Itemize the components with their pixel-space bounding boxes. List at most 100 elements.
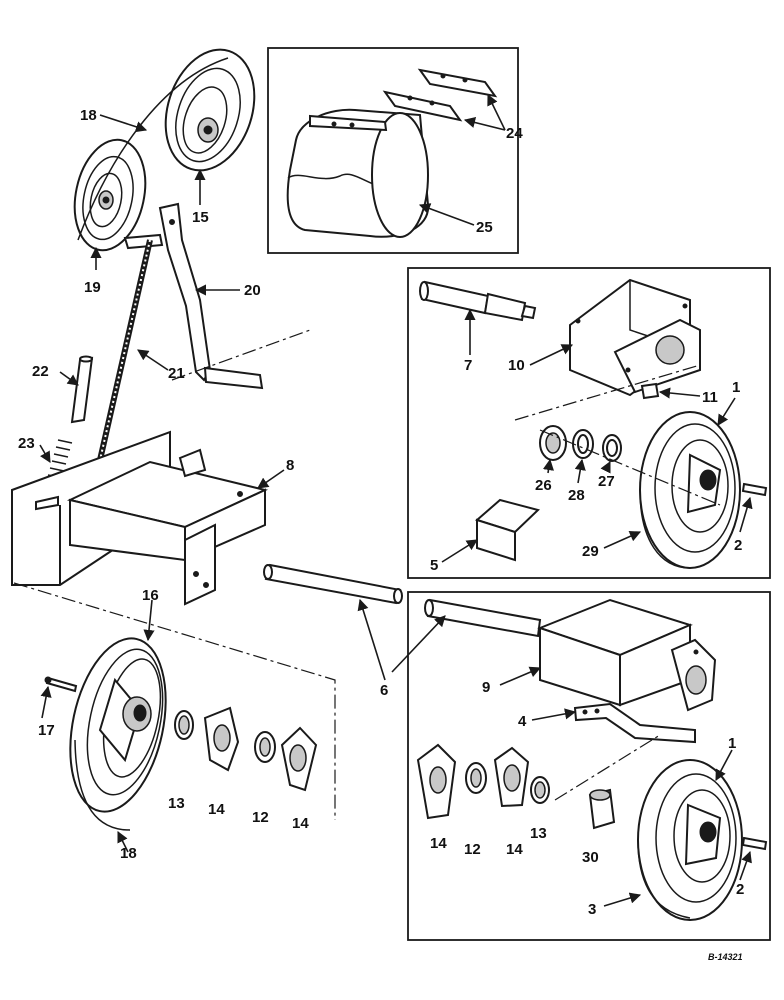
callout-15: 15 [192, 209, 209, 226]
shield-25 [286, 108, 430, 238]
bearing-13-left [174, 710, 194, 740]
flange-14-right-b [493, 746, 530, 808]
flange-14-left-b [280, 726, 318, 792]
leader-1b [715, 749, 733, 781]
leader-23 [39, 444, 51, 463]
plate-5 [474, 498, 540, 562]
leader-29 [603, 530, 642, 549]
leader-8 [257, 469, 285, 489]
bushing-30 [588, 788, 616, 830]
flange-14-right-a [416, 743, 457, 820]
bearing-12-left [254, 731, 276, 763]
callout-4: 4 [518, 713, 527, 730]
leader-17 [40, 685, 52, 719]
leader-10 [529, 344, 574, 366]
centerline-d [539, 429, 721, 506]
callout-2-upper: 2 [734, 537, 742, 554]
callout-2-lower: 2 [736, 881, 744, 898]
shaft-6-left [263, 563, 403, 605]
callout-13-left: 13 [168, 795, 185, 812]
bearing-12-right [465, 762, 487, 794]
leader-5 [441, 539, 478, 563]
bearing-13-right [530, 776, 550, 804]
callout-17: 17 [38, 722, 55, 739]
leader-4 [531, 708, 577, 721]
callout-12-right: 12 [464, 841, 481, 858]
callout-18-lower: 18 [120, 845, 137, 862]
leader-26 [542, 458, 555, 474]
callout-26: 26 [535, 477, 552, 494]
key-17 [44, 676, 78, 693]
callout-29: 29 [582, 543, 599, 560]
leader-22 [59, 371, 79, 386]
callout-6: 6 [380, 682, 388, 699]
callout-23: 23 [18, 435, 35, 452]
pulley-1-upper [639, 411, 741, 569]
idler-arm-20 [123, 202, 264, 390]
housing-9 [537, 598, 717, 712]
inset-box-shield [267, 47, 519, 254]
callout-5: 5 [430, 557, 438, 574]
leader-21 [137, 349, 169, 371]
shaft-6-right [424, 598, 542, 638]
leader-9 [499, 666, 542, 686]
callout-21: 21 [168, 365, 185, 382]
shaft-7 [419, 280, 537, 322]
callout-10: 10 [508, 357, 525, 374]
leader-2a [739, 496, 753, 533]
leader-25 [418, 203, 475, 226]
callout-20: 20 [244, 282, 261, 299]
bracket-4 [573, 702, 696, 744]
pulley-16 [69, 637, 167, 813]
callout-1-lower: 1 [728, 735, 736, 752]
frame-bracket-8 [11, 430, 269, 606]
callout-19: 19 [84, 279, 101, 296]
leader-16 [143, 599, 155, 642]
callout-22: 22 [32, 363, 49, 380]
tube-22 [70, 355, 94, 424]
callout-1-upper: 1 [732, 379, 740, 396]
pulley-15 [164, 48, 256, 172]
belt-3 [637, 839, 691, 919]
leader-11 [658, 387, 701, 399]
callout-28: 28 [568, 487, 585, 504]
leader-18a [99, 114, 148, 133]
inset-box-lower-assembly [407, 591, 771, 941]
leader-6b [391, 615, 446, 673]
key-2-lower [741, 836, 768, 851]
callout-18-upper: 18 [80, 107, 97, 124]
flange-14-left-a [203, 706, 240, 772]
callout-13-right: 13 [530, 825, 547, 842]
centerline-e [554, 734, 661, 801]
callout-8: 8 [286, 457, 294, 474]
leader-24b [487, 93, 506, 131]
callout-7: 7 [464, 357, 472, 374]
belt-18-lower [74, 739, 131, 831]
leader-28 [574, 458, 586, 484]
callout-14-left-b: 14 [292, 815, 309, 832]
leader-3 [603, 892, 642, 907]
washer-28 [572, 429, 594, 459]
centerline-b [13, 582, 336, 820]
belt-29 [639, 489, 691, 569]
washer-27 [602, 434, 622, 462]
callout-30: 30 [582, 849, 599, 866]
callout-12-left: 12 [252, 809, 269, 826]
callout-14-left-a: 14 [208, 801, 225, 818]
pulley-1-lower [637, 759, 743, 921]
inset-box-upper-assembly [407, 267, 771, 579]
callout-11: 11 [702, 389, 718, 406]
callout-25: 25 [476, 219, 493, 236]
leader-18b [117, 830, 129, 853]
centerline-c [514, 364, 701, 421]
callout-24: 24 [506, 125, 523, 142]
callout-3: 3 [588, 901, 596, 918]
callout-27: 27 [598, 473, 615, 490]
spring-rod-21 [97, 239, 153, 461]
fitting-11 [640, 382, 660, 400]
leader-6a [357, 598, 386, 681]
leader-2b [739, 850, 752, 881]
leader-27 [600, 460, 611, 474]
callout-14-right-a: 14 [430, 835, 447, 852]
